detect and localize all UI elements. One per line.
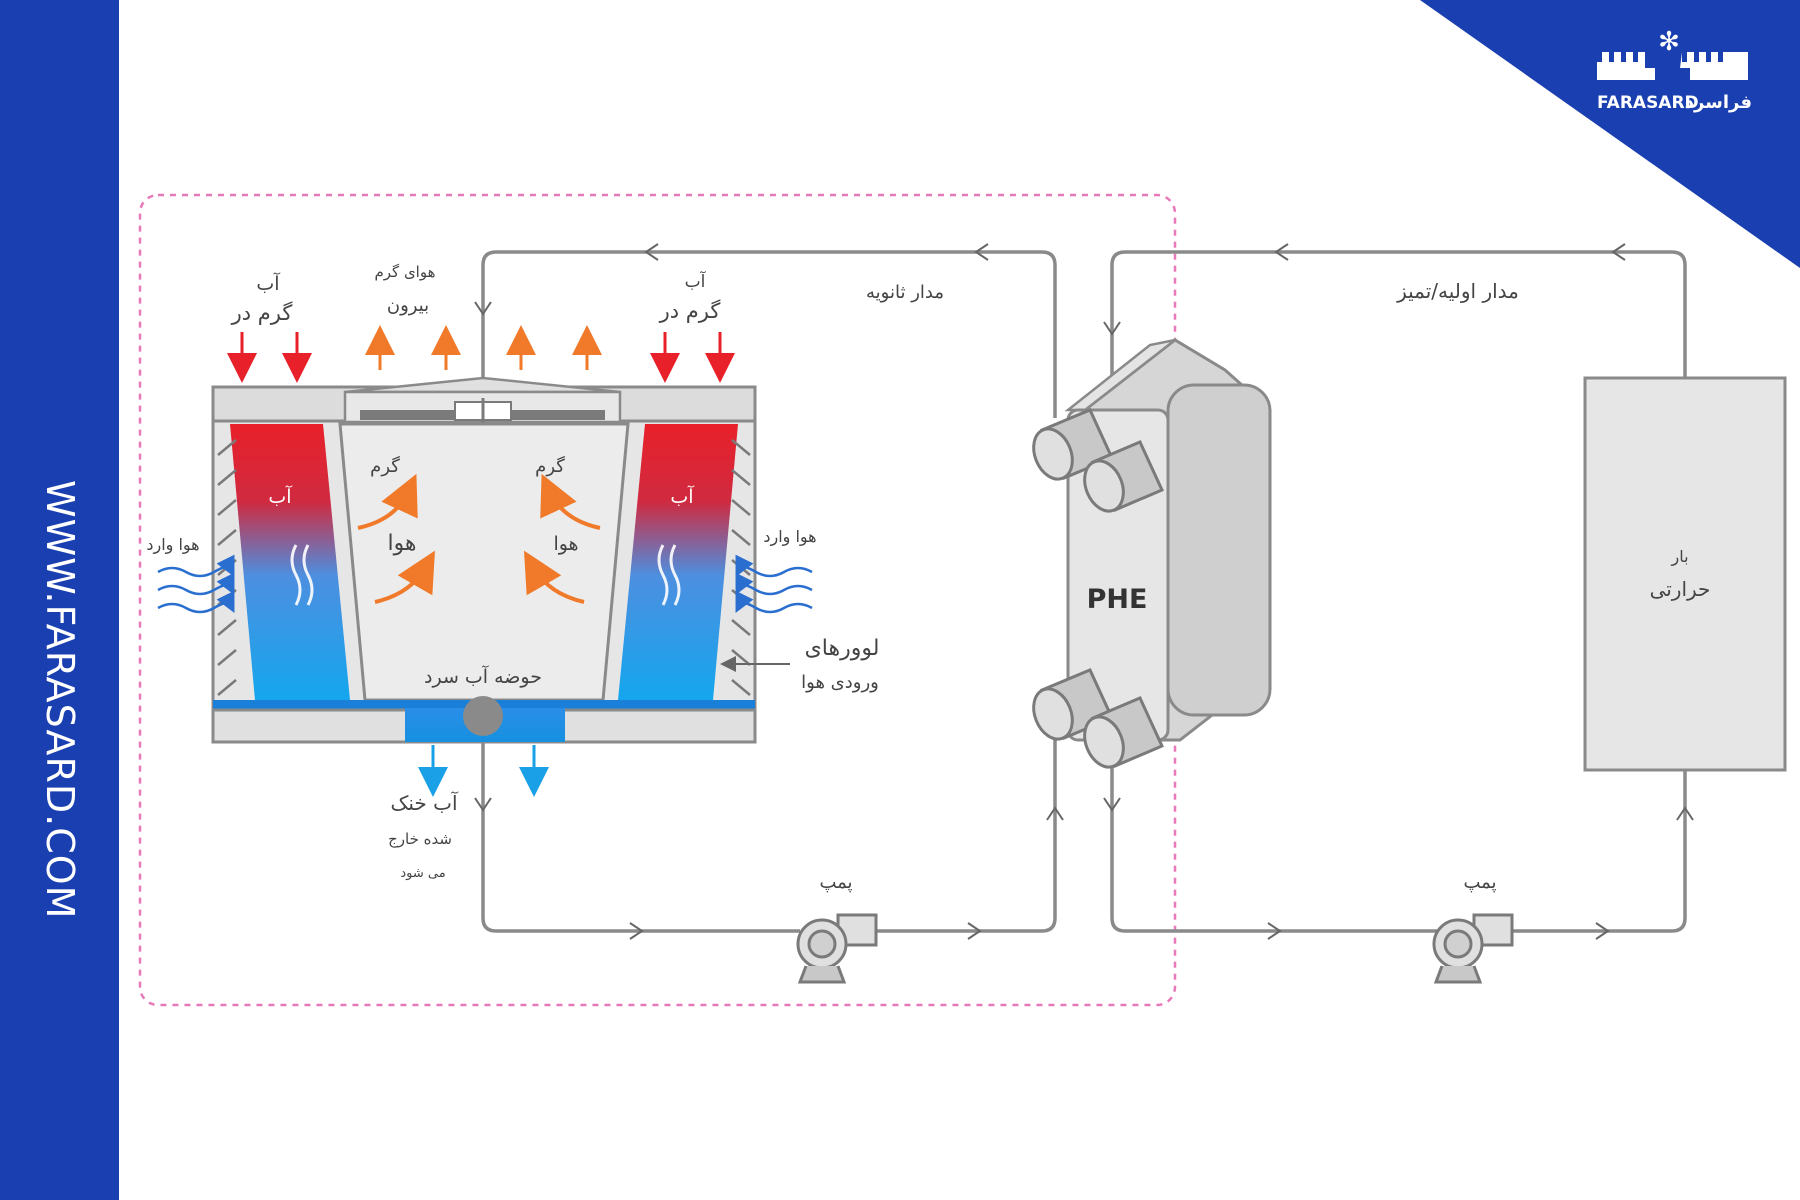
label-hot-water-in-right-2: گرم در xyxy=(659,299,721,323)
label-hot-right: گرم xyxy=(535,455,565,477)
label-louvers-1: لوورهای xyxy=(805,636,880,661)
label-hot-water-in-left-2: گرم در xyxy=(231,301,293,325)
pump-right xyxy=(1432,913,1514,984)
hot-air-out-arrows xyxy=(365,325,602,370)
label-hot-air-out-2: بیرون xyxy=(387,295,429,316)
secondary-loop-pipes xyxy=(481,250,1057,933)
label-heat-load-1: بار xyxy=(1670,547,1688,567)
label-pump-left: پمپ xyxy=(819,872,852,893)
brand-logo-text-fa: فراسرد xyxy=(1685,92,1752,113)
snowflake-icon: ✻ xyxy=(1658,27,1680,57)
internal-air-arrows xyxy=(357,473,601,604)
cool-water-out-arrows xyxy=(418,745,549,797)
brand-logo: ✻ FARASARD فراسرد xyxy=(1597,27,1752,113)
hot-water-in-arrows xyxy=(227,332,735,383)
sidebar: WWW.FARASARD.COM xyxy=(0,0,119,1200)
cooling-tower xyxy=(211,376,757,744)
label-air-center-right: هوا xyxy=(553,533,578,555)
label-cold-basin: حوضه آب سرد xyxy=(424,664,542,688)
label-air-in-left: هوا وارد xyxy=(146,535,199,555)
label-hot-water-in-left-1: آب xyxy=(256,271,280,295)
label-cool-water-2: شده خارج xyxy=(388,830,452,849)
brand-corner xyxy=(1420,0,1800,268)
flow-arrows xyxy=(474,243,1694,940)
label-cool-water-1: آب خنک xyxy=(390,790,458,815)
pump-left xyxy=(796,913,878,984)
label-air-in-right: هوا وارد xyxy=(763,527,816,547)
label-primary-loop: مدار اولیه/تمیز xyxy=(1396,279,1519,303)
label-heat-load-2: حرارتی xyxy=(1650,577,1711,601)
label-louvers-2: ورودی هوا xyxy=(801,672,879,693)
heat-load-box xyxy=(1583,376,1787,772)
label-water-left: آب xyxy=(268,484,292,508)
air-in-arrows xyxy=(157,554,813,614)
label-hot-water-in-right-1: آب xyxy=(685,270,707,292)
primary-loop-pipes xyxy=(1110,250,1687,933)
brand-logo-text: FARASARD xyxy=(1597,93,1699,113)
drain-valve-icon xyxy=(463,696,503,736)
plate-heat-exchanger xyxy=(1032,338,1272,769)
label-hot-air-out-1: هوای گرم xyxy=(374,263,435,281)
label-hot-left: گرم xyxy=(370,455,400,477)
label-secondary-loop: مدار ثانویه xyxy=(866,282,944,303)
label-cool-water-3: می شود xyxy=(400,866,445,881)
label-air-center-left: هوا xyxy=(387,531,416,556)
cooling-tower-boundary xyxy=(138,193,1177,1007)
label-phe: PHE xyxy=(1087,584,1148,615)
label-pump-right: پمپ xyxy=(1463,872,1496,893)
label-water-right: آب xyxy=(670,484,694,508)
